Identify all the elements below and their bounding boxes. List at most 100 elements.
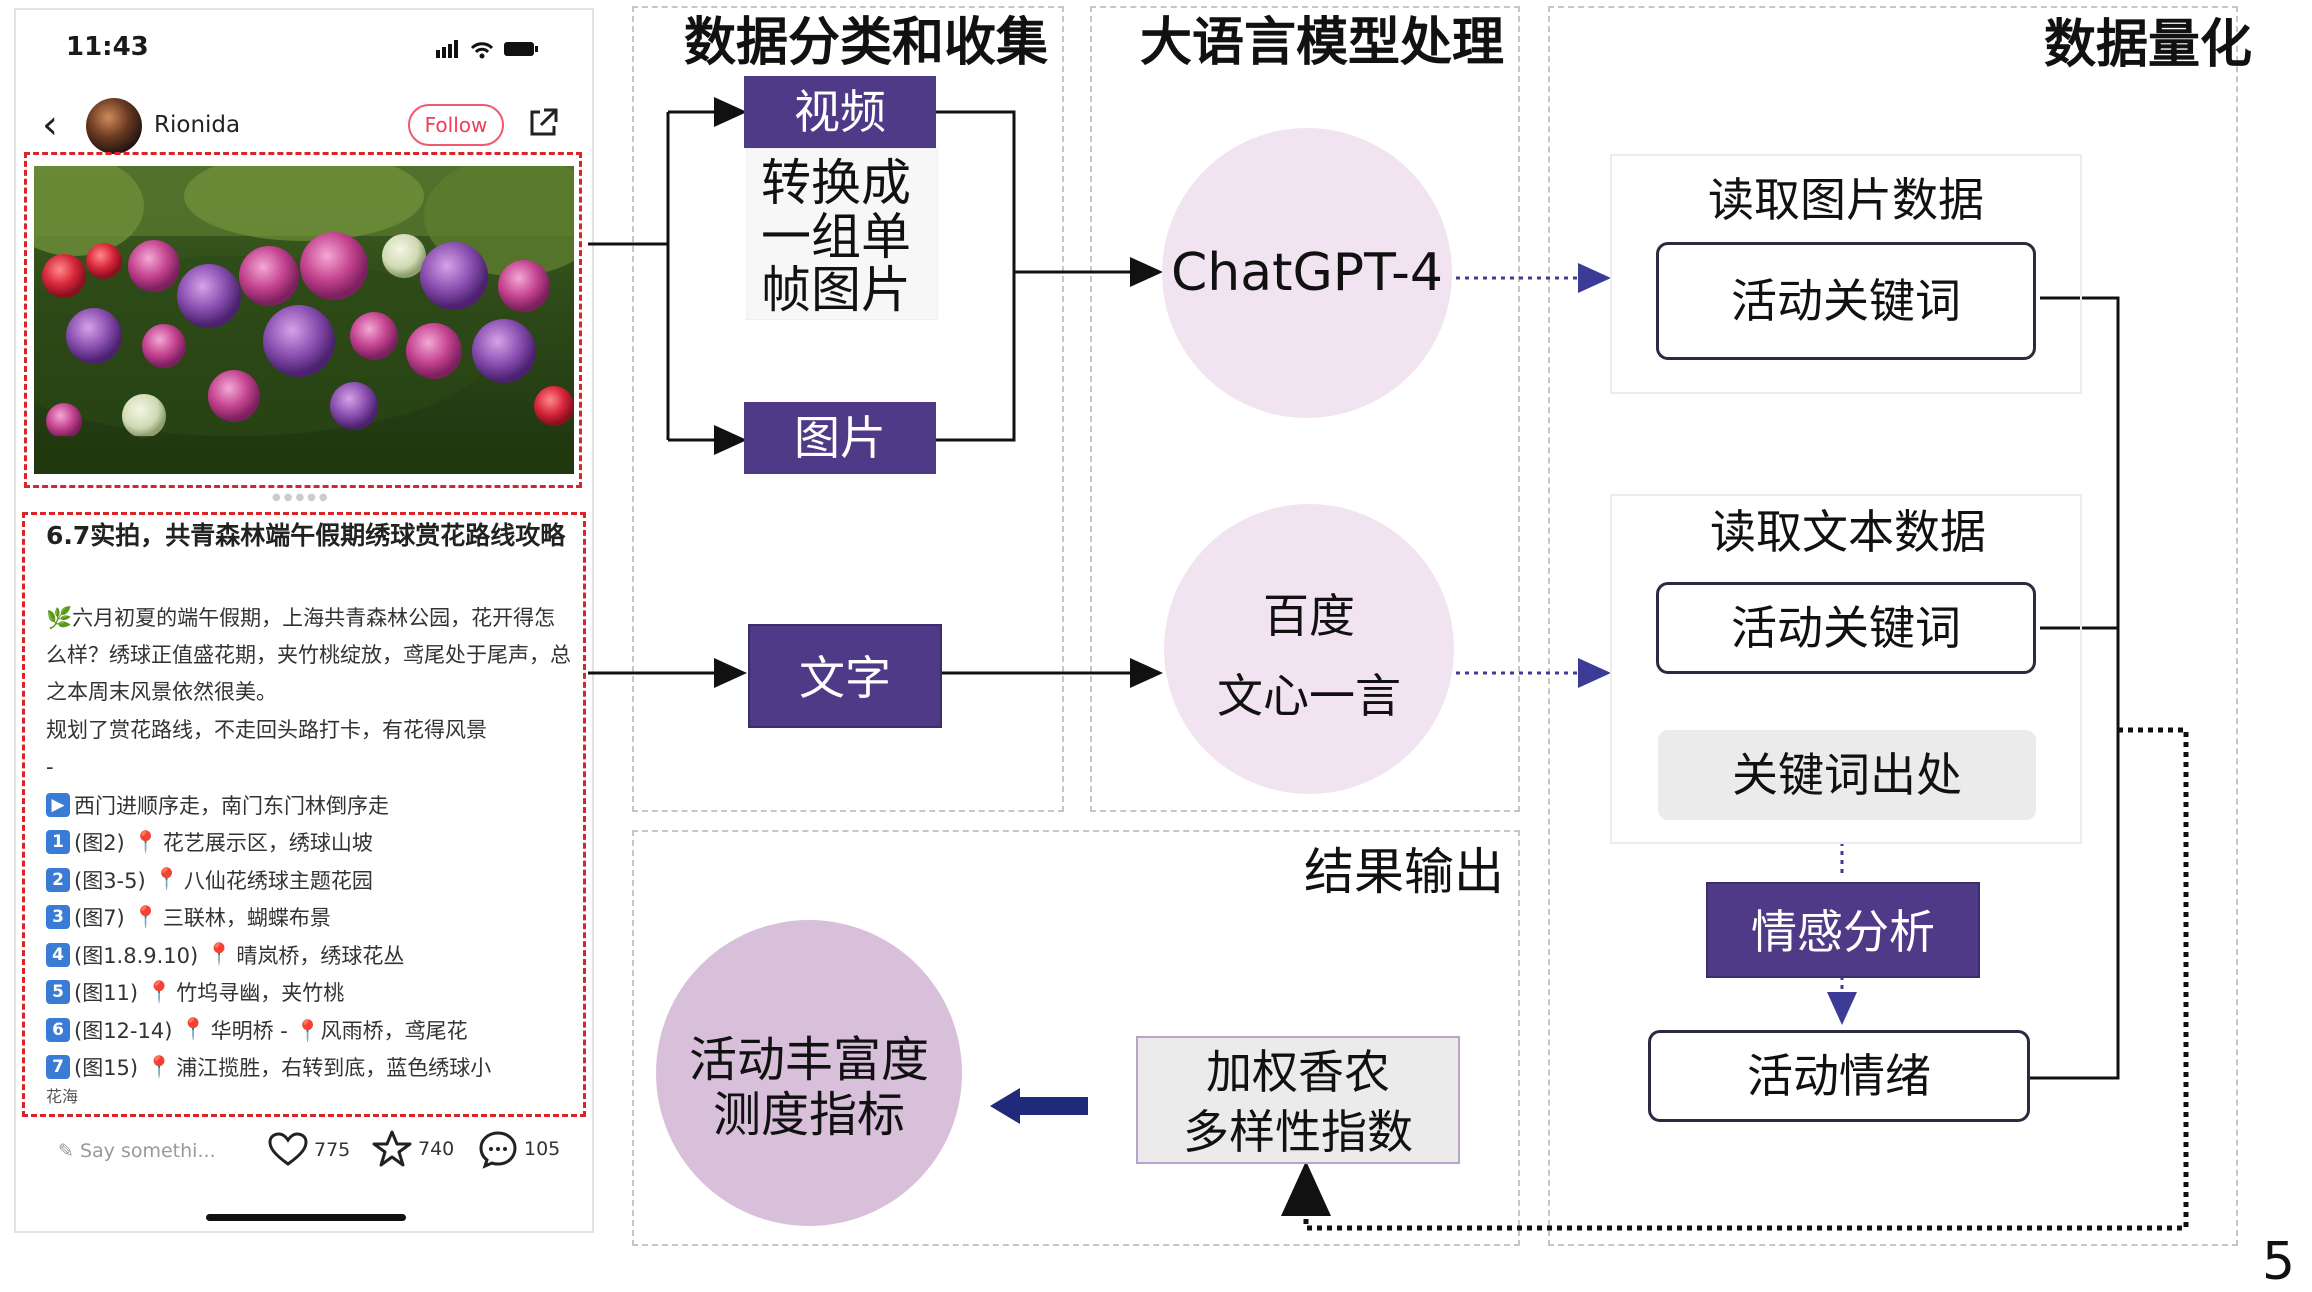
pencil-icon: ✎ (58, 1140, 80, 1162)
comment-input[interactable]: ✎ Say somethi... (58, 1140, 216, 1162)
status-icons (436, 40, 538, 59)
quant-section-title: 数据量化 (2044, 15, 2253, 75)
pin-icon: 📍 (153, 867, 180, 892)
chatgpt-label: ChatGPT-4 (1170, 243, 1443, 303)
pin-icon: 📍 (132, 829, 159, 854)
post-title: 6.7实拍，共青森林端午假期绣球赏花路线攻略 (46, 521, 566, 550)
list-item: 1 (图2) 📍 花艺展示区，绣球山坡 (46, 824, 576, 862)
post-paragraph-3: - (46, 755, 54, 779)
carousel-dots[interactable]: ●●●●● (272, 492, 331, 503)
richness-node: 活动丰富度 测度指标 (656, 920, 962, 1226)
read-image-frame (1610, 154, 2082, 394)
avatar[interactable] (86, 98, 142, 154)
username[interactable]: Rionida (154, 112, 241, 138)
post-paragraph-2: 规划了赏花路线，不走回头路打卡，有花得风景 (46, 718, 487, 742)
image-box: 图片 (744, 402, 936, 474)
post-paragraph-1: 🌿六月初夏的端午假期，上海共青森林公园，花开得怎么样？绣球正值盛花期，夹竹桃绽放… (46, 606, 571, 704)
keyword-source-box: 关键词出处 (1658, 730, 2036, 820)
baidu-label-line-1: 百度 (1263, 589, 1355, 643)
read-text-frame (1610, 494, 2082, 844)
read-image-label: 读取图片数据 (1708, 173, 1984, 227)
comment-icon (479, 1131, 517, 1169)
baidu-node: 百度 文心一言 (1164, 504, 1454, 794)
play-icon: ▶ (46, 792, 70, 817)
video-note-line-1: 转换成 (761, 154, 911, 212)
collect-section-frame (632, 6, 1064, 812)
list-item: 4 (图1.8.9.10) 📍 晴岚桥，绣球花丛 (46, 936, 576, 974)
number-badge: 5 (46, 980, 70, 1005)
list-item: 6 (图12-14) 📍 华明桥 - 📍风雨桥，鸢尾花 (46, 1011, 576, 1049)
comment-placeholder: Say somethi... (79, 1140, 216, 1162)
sentiment-analysis-box: 情感分析 (1706, 882, 1980, 978)
number-badge: 4 (46, 942, 70, 967)
collect-button[interactable]: 740 (372, 1126, 462, 1172)
shannon-line-1: 加权香农 (1206, 1045, 1390, 1099)
pin-icon: 📍 (206, 942, 233, 967)
video-note-box: 转换成 一组单 帧图片 (746, 148, 938, 320)
read-text-label: 读取文本数据 (1710, 505, 1986, 559)
number-badge: 1 (46, 830, 70, 855)
text-keyword-box: 活动关键词 (1656, 582, 2036, 674)
activity-emotion-box: 活动情绪 (1648, 1030, 2030, 1122)
pin-icon: 📍 (146, 979, 173, 1004)
route-fig: (图3-5) (74, 868, 146, 893)
llm-section-title: 大语言模型处理 (1140, 13, 1505, 73)
heart-icon (268, 1132, 308, 1166)
star-count: 740 (418, 1138, 455, 1160)
route-place: 浦江揽胜，右转到底，蓝色绣球小 (176, 1056, 492, 1081)
route-fig: (图2) (74, 831, 125, 856)
text-highlight-frame (22, 512, 586, 1117)
baidu-label-line-2: 文心一言 (1217, 669, 1401, 723)
number-badge: 7 (46, 1055, 70, 1080)
route-place: 花艺展示区，绣球山坡 (162, 831, 373, 856)
route-place: 竹坞寻幽，夹竹桃 (176, 981, 345, 1006)
route-fig: (图15) (74, 1056, 139, 1081)
number-badge: 6 (46, 1017, 70, 1042)
hydrangea-photo[interactable] (34, 166, 574, 474)
back-chevron-icon[interactable]: ‹ (42, 102, 58, 148)
shannon-line-2: 多样性指数 (1183, 1105, 1413, 1159)
image-keyword-box: 活动关键词 (1656, 242, 2036, 360)
star-icon (372, 1130, 412, 1167)
video-box: 视频 (744, 76, 936, 148)
comment-button[interactable]: 105 (478, 1126, 578, 1172)
status-time: 11:43 (66, 32, 149, 62)
output-section-frame (632, 830, 1520, 1246)
chatgpt-node: ChatGPT-4 (1162, 128, 1452, 418)
comment-count: 105 (524, 1138, 561, 1160)
list-item: 3 (图7) 📍 三联林，蝴蝶布景 (46, 899, 576, 937)
pin-icon: 📍 (180, 1017, 207, 1042)
richness-line-1: 活动丰富度 (688, 1032, 929, 1088)
collect-section-title: 数据分类和收集 (684, 13, 1049, 73)
route-place: 八仙花绣球主题花园 (183, 868, 373, 893)
image-highlight-frame (24, 152, 582, 488)
route-fig: (图7) (74, 906, 125, 931)
route-list: ▶ 西门进顺序走，南门东门林倒序走 1 (图2) 📍 花艺展示区，绣球山坡 2 … (46, 786, 576, 1104)
home-indicator (206, 1214, 406, 1221)
shannon-index-box: 加权香农 多样性指数 (1136, 1036, 1460, 1164)
list-item: 2 (图3-5) 📍 八仙花绣球主题花园 (46, 861, 576, 899)
like-button[interactable]: 775 (268, 1128, 358, 1172)
list-item: 5 (图11) 📍 竹坞寻幽，夹竹桃 (46, 974, 576, 1012)
follow-button[interactable]: Follow (408, 104, 504, 146)
like-count: 775 (314, 1139, 351, 1161)
route-fig: (图11) (74, 981, 139, 1006)
llm-section-frame (1090, 6, 1520, 812)
route-tail: 花海 (46, 1087, 79, 1104)
route-fig: (图12-14) (74, 1018, 173, 1043)
pin-icon: 📍 (132, 904, 159, 929)
pin-icon: 📍 (146, 1054, 173, 1079)
number-badge: 3 (46, 905, 70, 930)
share-icon[interactable] (526, 106, 560, 140)
number-badge: 2 (46, 867, 70, 892)
page-number: 5 (2262, 1232, 2296, 1292)
text-box: 文字 (748, 624, 942, 728)
video-note-line-3: 帧图片 (761, 261, 911, 319)
route-place: 华明桥 - 📍风雨桥，鸢尾花 (210, 1018, 468, 1043)
route-place: 三联林，蝴蝶布景 (162, 906, 331, 931)
list-item: 7 (图15) 📍 浦江揽胜，右转到底，蓝色绣球小 (46, 1049, 576, 1087)
richness-line-2: 测度指标 (712, 1087, 905, 1143)
output-section-title: 结果输出 (1304, 843, 1504, 901)
route-intro-text: 西门进顺序走，南门东门林倒序走 (74, 793, 389, 818)
